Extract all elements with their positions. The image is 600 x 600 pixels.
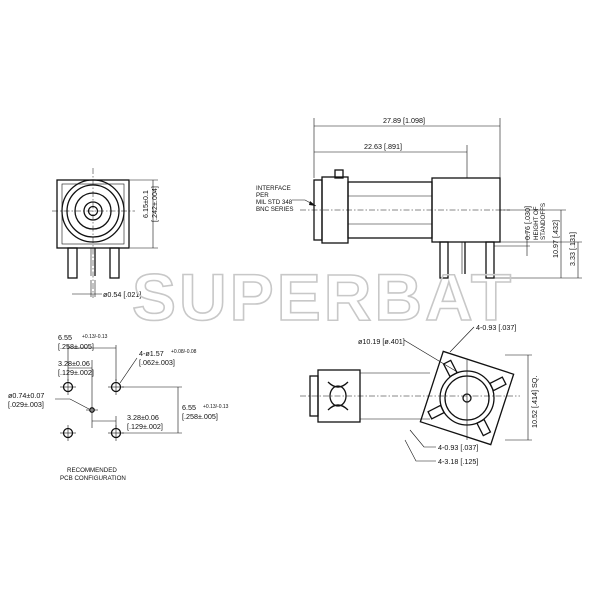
bottom-post-length: 4-3.18 [.125] — [438, 457, 478, 466]
pcb-half-spacing-lower: 3.28±0.06 — [127, 413, 159, 422]
front-view: 6.15±0.1 [.242±.004] ø0.54 [.021] — [52, 168, 159, 299]
side-standoff-label-2: STANDOFFS — [540, 203, 547, 240]
watermark: SUPERBAT — [132, 260, 514, 334]
pcb-hole-spacing-top-tol: +0.13/-0.13 — [82, 334, 108, 340]
pcb-hole-spacing-right-tol: +0.13/-0.13 — [203, 404, 229, 410]
pcb-hole-spacing-right-in: [.258±.005] — [182, 412, 218, 421]
pcb-center-hole: ø0.74±0.07 — [8, 391, 44, 400]
front-leg-right — [109, 247, 120, 279]
side-overall-length: 27.89 [1.098] — [383, 116, 425, 125]
pcb-mount-leader — [119, 357, 138, 384]
pcb-mount-hole-in: [.062±.003] — [139, 358, 175, 367]
pcb-hole-spacing-right: 6.55 — [182, 403, 196, 412]
bottom-square-body — [419, 350, 515, 446]
bottom-post-leader-1 — [409, 429, 436, 448]
side-interface-note-1: INTERFACE — [256, 185, 291, 192]
pcb-mount-hole-tol: +0.08/-0.08 — [171, 349, 197, 355]
side-interface-note-4: BNC SERIES — [256, 206, 293, 213]
side-interface-note-2: PER — [256, 192, 269, 199]
front-leg-left — [67, 247, 78, 279]
pcb-view: 6.55 +0.13/-0.13 [.258±.005] 3.28±0.06 [… — [8, 333, 229, 482]
side-standoff-label-1: HEIGHT OF — [533, 206, 540, 240]
bottom-view: ø10.19 [ø.401] 4-0.93 [.037] 10.52 [.414… — [300, 323, 539, 466]
pcb-caption-1: RECOMMENDED — [67, 467, 117, 474]
pcb-caption-2: PCB CONFIGURATION — [60, 475, 126, 482]
side-interface-note-3: MIL STD 348 — [256, 199, 293, 206]
bottom-post-leader-2 — [404, 439, 436, 462]
pcb-hole-top-left — [60, 379, 76, 395]
pcb-half-spacing-in: [.129±.002] — [58, 368, 94, 377]
pcb-center-leader — [55, 398, 90, 410]
bottom-square-size: 10.52 [.414] SQ. — [530, 376, 539, 428]
front-pin-dia-dim: ø0.54 [.021] — [103, 290, 141, 299]
bottom-flange-leader — [403, 339, 460, 374]
pcb-hole-bottom-left — [60, 425, 76, 441]
pcb-half-spacing: 3.28±0.06 — [58, 359, 90, 368]
bottom-bayonet-slot — [327, 381, 349, 411]
side-center-height: 10.97 [.432] — [551, 220, 560, 258]
side-leg-right — [485, 241, 495, 279]
bottom-post-size-top: 4-0.93 [.037] — [476, 323, 516, 332]
side-interface-arrow — [309, 201, 316, 206]
pcb-hole-top-right — [108, 379, 124, 395]
pcb-mount-hole: 4-ø1.57 — [139, 349, 164, 358]
bottom-post-size-bottom: 4-0.93 [.037] — [438, 443, 478, 452]
side-view: 27.89 [1.098] 22.63 [.891] INTERFACE PER… — [256, 116, 582, 279]
bottom-nose — [309, 375, 319, 417]
front-height-dim-in: [.242±.004] — [150, 186, 159, 222]
pcb-hole-spacing-top-in: [.258±.005] — [58, 342, 94, 351]
pcb-center-hole-in: [.029±.003] — [8, 400, 44, 409]
pcb-hole-center — [86, 404, 98, 416]
side-standoff-dim: 0.76 [.030] — [523, 206, 532, 240]
pcb-hole-spacing-top: 6.55 — [58, 333, 72, 342]
side-leg-left — [439, 241, 449, 279]
bottom-post-top-leader — [449, 326, 475, 353]
side-pin-length: 3.33 [.131] — [568, 232, 577, 266]
bottom-square-group — [419, 350, 515, 446]
bottom-flange-dia: ø10.19 [ø.401] — [358, 337, 405, 346]
front-height-dim: 6.15±0.1 — [141, 190, 150, 218]
side-bayonet-stud — [334, 169, 344, 179]
pcb-half-spacing-lower-in: [.129±.002] — [127, 422, 163, 431]
side-body-length: 22.63 [.891] — [364, 142, 402, 151]
